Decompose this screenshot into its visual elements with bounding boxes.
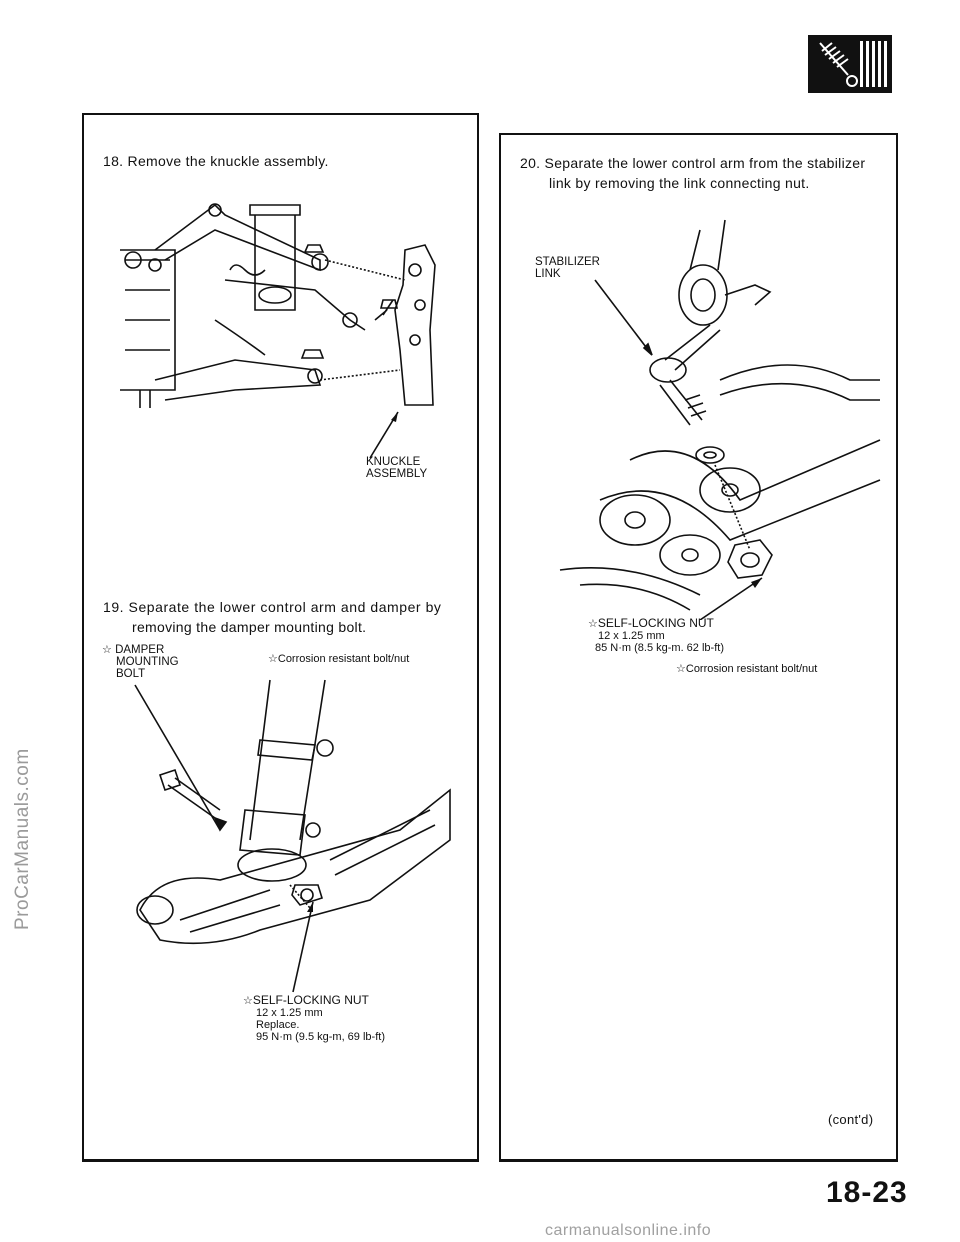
side-watermark: ProCarManuals.com [12, 748, 33, 930]
left-panel-frame [82, 113, 479, 1162]
right-corrosion-note: ☆Corrosion resistant bolt/nut [676, 663, 818, 675]
contd-text: (cont'd) [828, 1112, 874, 1127]
damper-nut-leader-line [292, 901, 314, 993]
damper-mounting-bolt-label: ☆ DAMPER MOUNTING BOLT [102, 644, 179, 680]
knuckle-leader-line [369, 411, 399, 459]
step-20-text: 20. Separate the lower control arm from … [520, 155, 866, 191]
left-corrosion-note: ☆Corrosion resistant bolt/nut [268, 653, 410, 665]
step-19-text: 19. Separate the lower control arm and d… [103, 599, 442, 635]
left-nut-spec: ☆SELF-LOCKING NUT 12 x 1.25 mm Replace. … [243, 993, 385, 1043]
stabilizer-link-label: STABILIZER LINK [535, 256, 600, 280]
page-number: 18-23 [826, 1176, 908, 1209]
knuckle-assembly-label: KNUCKLE ASSEMBLY [366, 456, 428, 480]
stabilizer-link-illustration [559, 219, 881, 620]
right-nut-spec: ☆SELF-LOCKING NUT 12 x 1.25 mm 85 N·m (8… [588, 616, 724, 654]
bottom-watermark: carmanualsonline.info [545, 1222, 712, 1239]
step-18-text: 18. Remove the knuckle assembly. [103, 153, 329, 169]
right-panel-frame [499, 133, 898, 1162]
suspension-section-icon [808, 35, 892, 93]
knuckle-assembly-illustration [120, 203, 436, 408]
damper-illustration [134, 679, 451, 945]
